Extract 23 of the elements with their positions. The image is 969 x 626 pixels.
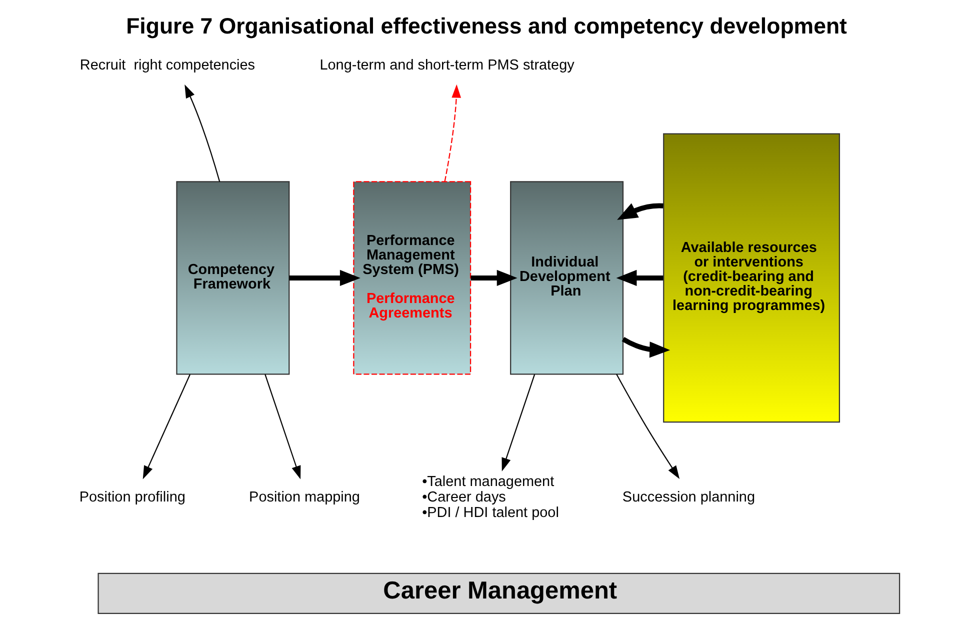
arrow: [444, 84, 461, 182]
arrow: [501, 374, 535, 472]
arrow: [621, 336, 670, 358]
node-text: Recruit right competencies: [79, 58, 255, 74]
node-text: Succession planning: [622, 490, 755, 506]
arrow: [288, 270, 360, 286]
node-box: Competency Framework: [176, 181, 290, 375]
arrow: [264, 374, 300, 480]
node-text: Position mapping: [248, 490, 360, 506]
arrow: [616, 374, 680, 479]
arrow: [470, 270, 517, 286]
node-box: Available resources or interventions (credit-bearing and non-credit-bearing learning programmes): [662, 133, 840, 423]
node-box: Career Management: [97, 572, 900, 614]
node-text: Long-term and short-term PMS strategy: [319, 58, 574, 74]
arrow: [184, 84, 220, 182]
arrow: [616, 203, 663, 220]
arrow: [616, 270, 663, 286]
node-text: •Talent management •Career days •PDI / HDI talent pool: [422, 474, 558, 522]
diagram-title: Figure 7 Organisational effectiveness and competency development: [126, 14, 846, 39]
node-box: Individual Development Plan: [510, 181, 624, 375]
arrow: [142, 374, 190, 480]
node-text: Position profiling: [78, 490, 185, 506]
node-box: Performance Management System (PMS) Performance Agreements: [352, 181, 471, 375]
